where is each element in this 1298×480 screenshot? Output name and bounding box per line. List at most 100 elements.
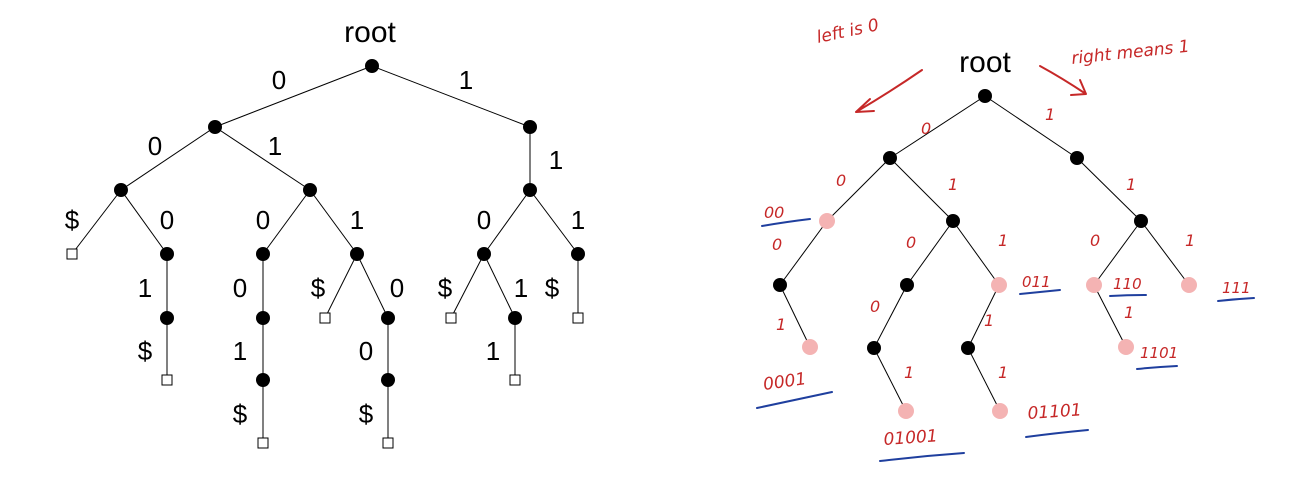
left-edge-label: 1 bbox=[514, 273, 528, 303]
left-edge-label: 1 bbox=[549, 145, 563, 175]
code-underline bbox=[1136, 365, 1178, 370]
code-label: 011 bbox=[1022, 273, 1051, 291]
right-leaf-node bbox=[1181, 277, 1197, 293]
code-underline bbox=[1019, 289, 1061, 295]
hand-edge-digit: 0 bbox=[836, 171, 846, 190]
right-node-root bbox=[978, 89, 992, 103]
hand-edge-digit: 1 bbox=[1185, 231, 1195, 250]
right-leaf-node bbox=[1086, 277, 1102, 293]
left-node-000 bbox=[160, 247, 174, 261]
hand-edge-digit: 1 bbox=[1045, 105, 1055, 124]
code-label: 01001 bbox=[883, 426, 938, 450]
left-terminal bbox=[445, 312, 457, 324]
code-label: 0001 bbox=[762, 369, 808, 395]
left-edge-label: 1 bbox=[350, 205, 364, 235]
arrow-left-icon bbox=[855, 69, 923, 113]
hand-edge-digit: 1 bbox=[776, 315, 786, 334]
left-node-0 bbox=[208, 120, 222, 134]
left-edge-label: $ bbox=[438, 273, 453, 303]
left-node-01101 bbox=[381, 373, 395, 387]
code-underline bbox=[761, 218, 811, 227]
left-edge-label: 0 bbox=[148, 131, 162, 161]
left-edge-label: 0 bbox=[390, 273, 404, 303]
right-node bbox=[961, 341, 975, 355]
right-leaf-node bbox=[1118, 339, 1134, 355]
left-terminal bbox=[382, 437, 394, 449]
left-terminal bbox=[509, 374, 521, 386]
left-node-010 bbox=[256, 247, 270, 261]
code-underline bbox=[879, 452, 965, 462]
right-trie: root left is 0 right means 1 0 1 0 1 1 0… bbox=[756, 15, 1255, 462]
left-node-110 bbox=[477, 247, 491, 261]
right-node bbox=[900, 278, 914, 292]
left-node-1 bbox=[523, 120, 537, 134]
hand-edge-digit: 1 bbox=[998, 231, 1008, 250]
right-root-label: root bbox=[959, 46, 1011, 79]
left-is-0-note: left is 0 bbox=[815, 15, 881, 48]
left-edge-label: 1 bbox=[571, 205, 585, 235]
code-label: 1101 bbox=[1140, 344, 1178, 362]
left-edge-label: 0 bbox=[160, 205, 174, 235]
left-terminal bbox=[319, 312, 331, 324]
right-means-1-note: right means 1 bbox=[1070, 37, 1190, 69]
left-edge-label: 1 bbox=[486, 336, 500, 366]
right-node bbox=[1070, 151, 1084, 165]
left-edge-label: 0 bbox=[477, 205, 491, 235]
code-underline bbox=[1109, 294, 1147, 297]
hand-edge-digit: 1 bbox=[1126, 175, 1136, 194]
code-label: 01101 bbox=[1027, 400, 1082, 424]
left-root-label: root bbox=[344, 16, 396, 49]
left-node-0001 bbox=[160, 311, 174, 325]
left-edge-label: 1 bbox=[138, 273, 152, 303]
left-terminal bbox=[66, 248, 78, 260]
right-leaf-node bbox=[802, 339, 818, 355]
right-node bbox=[946, 214, 960, 228]
right-node bbox=[883, 151, 897, 165]
left-edge-label: 0 bbox=[359, 336, 373, 366]
hand-edge-digit: 1 bbox=[904, 363, 914, 382]
left-edge-label: $ bbox=[545, 273, 560, 303]
right-node bbox=[867, 341, 881, 355]
left-edge-label: $ bbox=[138, 336, 153, 366]
left-node-01 bbox=[303, 183, 317, 197]
left-edge-label: 1 bbox=[459, 65, 473, 95]
left-edge-label: 0 bbox=[233, 273, 247, 303]
left-node-111 bbox=[571, 247, 585, 261]
right-leaf-node bbox=[819, 213, 835, 229]
left-terminal bbox=[161, 374, 173, 386]
hand-edge-digit: 0 bbox=[906, 233, 916, 252]
hand-edge-digit: 1 bbox=[1124, 303, 1134, 322]
left-node-011 bbox=[350, 247, 364, 261]
arrow-right-icon bbox=[1039, 65, 1087, 96]
left-node-11 bbox=[523, 183, 537, 197]
hand-edge-digit: 1 bbox=[984, 311, 994, 330]
left-edge-label: $ bbox=[65, 205, 80, 235]
left-node-1101 bbox=[508, 311, 522, 325]
code-label: 00 bbox=[764, 203, 784, 222]
right-node bbox=[1134, 214, 1148, 228]
right-leaf-node bbox=[992, 403, 1008, 419]
left-trie: root 0 1 0 1 1 $ 0 0 1 0 1 1 0 $ 0 $ 1 $… bbox=[65, 16, 585, 449]
left-terminal bbox=[257, 437, 269, 449]
hand-edge-digit: 0 bbox=[772, 235, 782, 254]
right-node bbox=[773, 278, 787, 292]
right-leaf-node bbox=[991, 277, 1007, 293]
code-label: 110 bbox=[1113, 275, 1142, 293]
code-underline bbox=[756, 391, 833, 409]
left-edge-label: 1 bbox=[233, 336, 247, 366]
left-edge-label: 0 bbox=[256, 205, 270, 235]
left-edge-label: 1 bbox=[268, 131, 282, 161]
code-underline bbox=[1217, 297, 1255, 302]
left-node-0110 bbox=[381, 311, 395, 325]
left-terminal bbox=[572, 312, 584, 324]
hand-edge-digit: 1 bbox=[998, 363, 1008, 382]
left-node-00 bbox=[114, 183, 128, 197]
left-edge-label: 0 bbox=[272, 65, 286, 95]
code-underline bbox=[1025, 429, 1089, 438]
hand-edge-digit: 0 bbox=[921, 119, 931, 138]
hand-edge-digit: 1 bbox=[948, 175, 958, 194]
code-label: 111 bbox=[1222, 279, 1251, 297]
right-leaf-node bbox=[898, 403, 914, 419]
left-node-0100 bbox=[256, 311, 270, 325]
